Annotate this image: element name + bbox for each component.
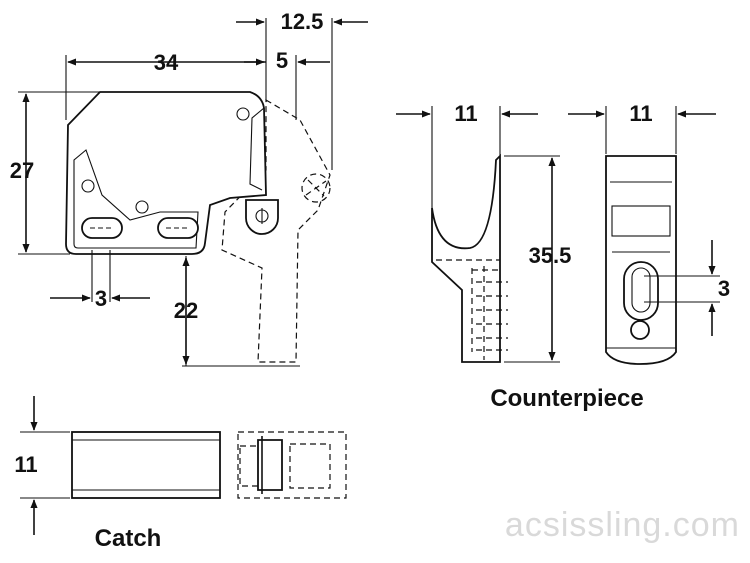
dim-label-11-catch: 11 xyxy=(14,452,37,477)
dim-label-11-front: 11 xyxy=(629,101,652,126)
counterpiece-slot xyxy=(623,261,659,321)
dim-label-11-side: 11 xyxy=(454,101,477,126)
pivot-open-circle xyxy=(301,173,331,203)
catch-open-position-outline xyxy=(221,98,331,363)
caption-counterpiece: Counterpiece xyxy=(490,385,643,412)
catch-top-body xyxy=(71,431,221,499)
catch-hole-upper xyxy=(236,107,250,121)
counterpiece-front-view: 11 3 xyxy=(568,101,730,365)
catch-top-roller xyxy=(257,439,283,491)
dim-label-35-5: 35.5 xyxy=(529,243,572,268)
pivot-roller-icon xyxy=(245,199,279,235)
dim-label-5: 5 xyxy=(276,48,288,73)
dim-label-27: 27 xyxy=(10,158,34,183)
counterpiece-side-outline xyxy=(431,153,501,363)
dim-label-3-slot: 3 xyxy=(95,286,107,311)
dim-label-12-5: 12.5 xyxy=(281,9,324,34)
watermark: acsissling.com xyxy=(505,506,740,544)
caption-catch: Catch xyxy=(95,525,162,552)
catch-lever-edge xyxy=(249,107,265,191)
catch-inner-edge xyxy=(73,149,199,249)
dim-label-3-slot-counterpiece: 3 xyxy=(718,276,730,301)
counterpiece-front-outline xyxy=(605,155,677,365)
catch-hole-left xyxy=(81,179,95,193)
counterpiece-screw-hole xyxy=(630,320,650,340)
catch-top-open-outline xyxy=(237,431,347,499)
dim-label-34: 34 xyxy=(154,50,179,75)
catch-side-view: 34 12.5 5 27 3 22 xyxy=(10,9,368,367)
catch-top-view: 11 xyxy=(14,396,347,535)
catch-body-outline xyxy=(65,91,267,255)
catch-hole-mid xyxy=(135,200,149,214)
counterpiece-side-view: 11 35.5 xyxy=(396,101,572,363)
dim-label-22: 22 xyxy=(174,298,198,323)
